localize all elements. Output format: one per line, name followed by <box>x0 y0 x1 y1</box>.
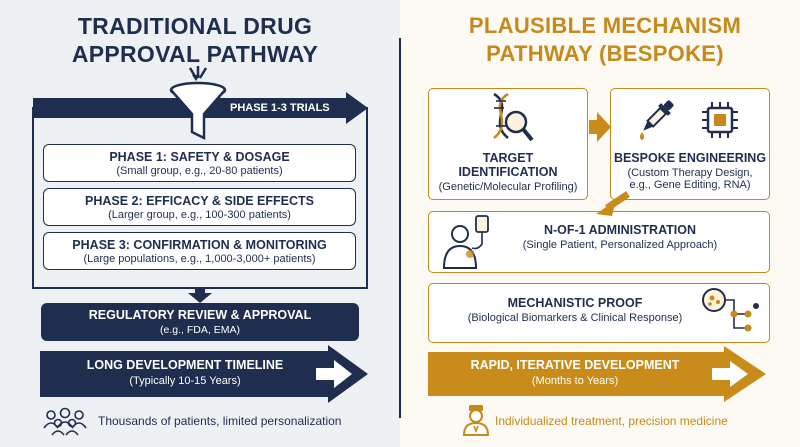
phase-1-box: PHASE 1: SAFETY & DOSAGE (Small group, e… <box>43 144 356 182</box>
phase-3-box: PHASE 3: CONFIRMATION & MONITORING (Larg… <box>43 232 356 270</box>
target-identification-text: TARGET IDENTIFICATION (Genetic/Molecular… <box>430 151 586 193</box>
regulatory-review-box: REGULATORY REVIEW & APPROVAL (e.g., FDA,… <box>41 303 359 341</box>
long-timeline-arrow: LONG DEVELOPMENT TIMELINE (Typically 10-… <box>60 358 310 387</box>
administration-text: N-OF-1 ADMINISTRATION (Single Patient, P… <box>470 223 770 251</box>
dropper-icon <box>640 100 674 140</box>
administration-desc: (Single Patient, Personalized Approach) <box>522 239 718 251</box>
target-desc: (Genetic/Molecular Profiling) <box>438 181 578 193</box>
target-identification-box <box>428 88 588 200</box>
funnel-icon <box>169 66 227 140</box>
proof-title: MECHANISTIC PROOF <box>507 296 643 310</box>
rapid-timeline-title: RAPID, ITERATIVE DEVELOPMENT <box>470 358 680 372</box>
bespoke-engineering-text: BESPOKE ENGINEERING (Custom Therapy Desi… <box>612 151 768 191</box>
panel-divider <box>399 38 401 418</box>
crowd-icon <box>43 407 87 436</box>
rapid-timeline-desc: (Months to Years) <box>531 375 619 387</box>
phase-3-desc: (Large populations, e.g., 1,000-3,000+ p… <box>83 253 316 265</box>
bespoke-engineering-box <box>610 88 770 200</box>
engineering-desc-line1: (Custom Therapy Design, <box>627 167 753 179</box>
regulatory-review-title: REGULATORY REVIEW & APPROVAL <box>88 308 312 322</box>
proof-desc: (Biological Biomarkers & Clinical Respon… <box>467 312 683 324</box>
dna-magnifier-icon <box>493 92 534 142</box>
bespoke-title: PLAUSIBLE MECHANISM PATHWAY (BESPOKE) <box>468 13 742 66</box>
traditional-title: TRADITIONAL DRUG APPROVAL PATHWAY <box>71 13 319 67</box>
regulatory-review-desc: (e.g., FDA, EMA) <box>160 324 240 336</box>
bespoke-footer: Individualized treatment, precision medi… <box>495 414 728 428</box>
patient-iv-icon <box>442 215 489 269</box>
phase-1-title: PHASE 1: SAFETY & DOSAGE <box>109 150 290 164</box>
phase-2-title: PHASE 2: EFFICACY & SIDE EFFECTS <box>85 194 314 208</box>
phase-trials-label: PHASE 1-3 TRIALS <box>230 102 330 114</box>
chip-icon <box>702 102 738 138</box>
administration-title: N-OF-1 ADMINISTRATION <box>543 223 697 237</box>
phase-1-desc: (Small group, e.g., 20-80 patients) <box>116 165 283 177</box>
phase-3-title: PHASE 3: CONFIRMATION & MONITORING <box>72 238 327 252</box>
long-timeline-title: LONG DEVELOPMENT TIMELINE <box>86 358 284 372</box>
bespoke-flow-graphics <box>428 112 766 402</box>
engineering-title: BESPOKE ENGINEERING <box>613 151 767 165</box>
engineering-desc-line2: e.g., Gene Editing, RNA) <box>629 179 751 191</box>
mechanistic-proof-text: MECHANISTIC PROOF (Biological Biomarkers… <box>430 296 720 324</box>
target-title-line2: IDENTIFICATION <box>458 165 558 179</box>
phase-2-desc: (Larger group, e.g., 100-300 patients) <box>108 209 291 221</box>
phase-2-box: PHASE 2: EFFICACY & SIDE EFFECTS (Larger… <box>43 188 356 226</box>
target-title-line1: TARGET <box>482 151 534 165</box>
doctor-icon <box>462 405 490 436</box>
cell-network-icon <box>702 288 759 332</box>
long-timeline-desc: (Typically 10-15 Years) <box>129 375 241 387</box>
traditional-footer: Thousands of patients, limited personali… <box>98 414 342 428</box>
rapid-timeline-arrow: RAPID, ITERATIVE DEVELOPMENT (Months to … <box>440 358 710 387</box>
